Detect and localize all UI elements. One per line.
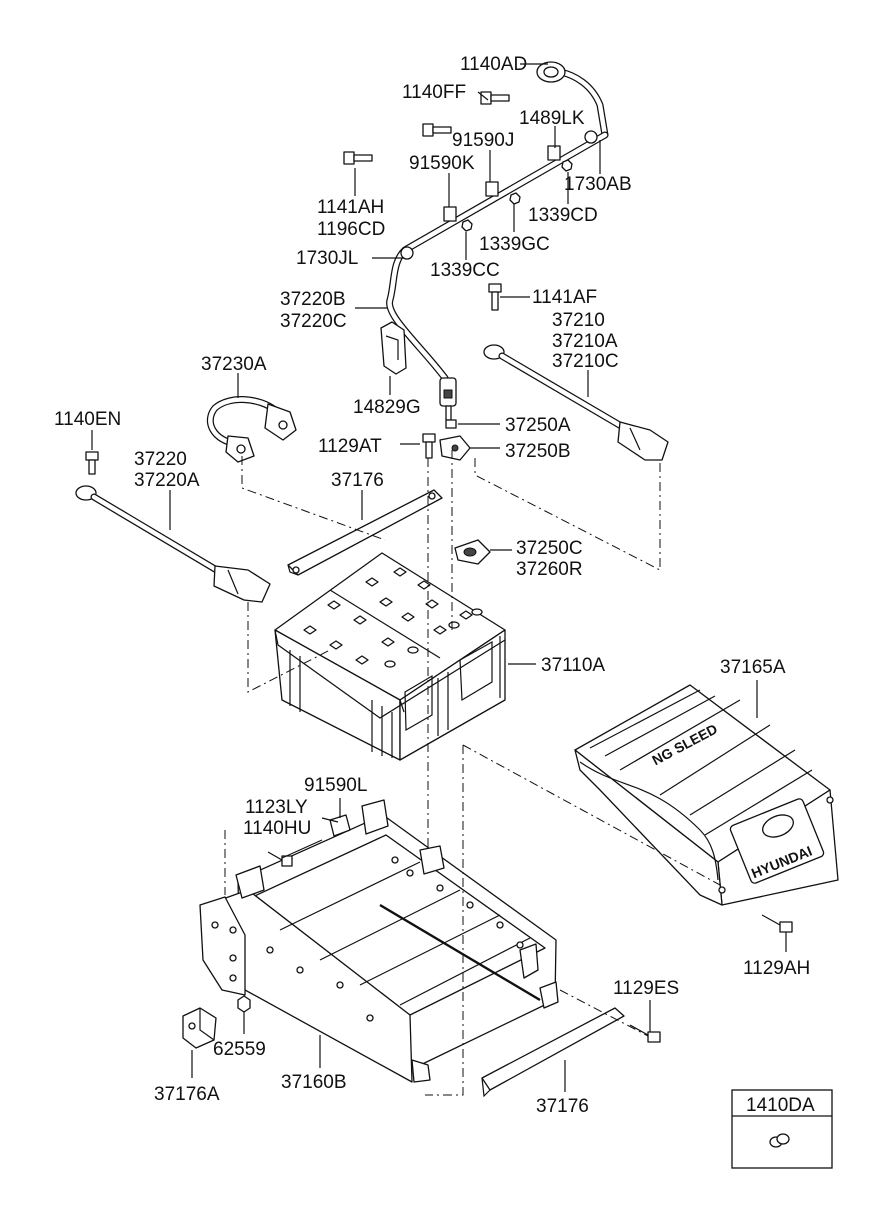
label-37165a: 37165A <box>720 657 786 678</box>
label-37260r: 37260R <box>516 559 583 580</box>
label-1129at: 1129AT <box>318 436 382 457</box>
label-1140hu: 1140HU <box>243 818 311 839</box>
harness-fasteners <box>343 91 573 232</box>
cable-clamp-14829g <box>380 321 407 375</box>
label-37176-bottom: 37176 <box>536 1096 589 1117</box>
hold-down-bar-top <box>287 489 443 576</box>
label-1140ad: 1140AD <box>460 54 527 75</box>
label-1129ah: 1129AH <box>743 958 810 979</box>
battery-cable-harness <box>386 61 609 421</box>
grommet-1730ab <box>584 130 598 144</box>
label-37220: 37220 <box>134 449 187 470</box>
label-37176a: 37176A <box>154 1084 220 1105</box>
bolt-icon <box>422 433 436 443</box>
plug-icon <box>769 1133 790 1148</box>
label-1140en: 1140EN <box>54 409 121 430</box>
label-37220b: 37220B <box>280 289 346 310</box>
leader-lines <box>91 63 787 1092</box>
label-1730ab: 1730AB <box>564 174 632 195</box>
label-37250c: 37250C <box>516 538 583 559</box>
hold-down-bar-bottom <box>481 1007 625 1091</box>
battery-cell-caps <box>303 567 473 665</box>
label-1140ff: 1140FF <box>402 82 466 103</box>
bolt-icon <box>343 151 355 165</box>
label-37210c: 37210C <box>552 351 619 372</box>
label-1339cd: 1339CD <box>528 205 598 226</box>
bolt-icon <box>488 283 502 293</box>
label-37230a: 37230A <box>201 354 267 375</box>
battery-37110a <box>274 552 506 761</box>
battery-post <box>471 608 483 616</box>
label-62559: 62559 <box>213 1039 266 1060</box>
nut-icon <box>561 159 573 172</box>
positive-cable-37210 <box>483 344 669 461</box>
harness-clip-91590j <box>485 181 499 197</box>
grommet-1730jl <box>400 246 414 260</box>
label-1410da: 1410DA <box>746 1095 815 1116</box>
bolt-icon <box>647 1031 661 1043</box>
label-1129es: 1129ES <box>613 978 679 999</box>
battery-post <box>407 646 419 654</box>
label-37250b: 37250B <box>505 441 571 462</box>
battery-post <box>448 621 460 629</box>
label-1141ah: 1141AH <box>317 197 384 218</box>
label-37160b: 37160B <box>281 1072 347 1093</box>
label-1141af: 1141AF <box>532 287 597 308</box>
label-1123ly: 1123LY <box>245 797 308 818</box>
label-37220c: 37220C <box>280 311 347 332</box>
negative-cable-37220 <box>75 485 271 603</box>
battery-cover-37165a: HYUNDAI NG SLEED <box>574 684 839 906</box>
inset-box-1410da: 1410DA <box>731 1089 833 1169</box>
cover-logo-plate <box>729 798 825 884</box>
label-37176-top: 37176 <box>331 470 384 491</box>
nut-icon <box>461 219 473 232</box>
assembly-dashed-lines <box>224 450 721 1096</box>
bolt-icon <box>779 921 793 933</box>
harness-clip-1489lk <box>547 145 561 161</box>
ground-strap-37230a <box>206 396 297 463</box>
label-37110a: 37110A <box>541 655 605 676</box>
clip-91590l <box>329 814 351 837</box>
bolt-icon <box>422 123 434 137</box>
label-14829g: 14829G <box>353 397 421 418</box>
part-labels: 1140AD 1140FF 1489LK 91590J 91590K 1730A… <box>54 54 810 1117</box>
nut-icon <box>237 995 251 1013</box>
label-37210a: 37210A <box>552 331 618 352</box>
label-91590l: 91590L <box>304 775 367 796</box>
label-1730jl: 1730JL <box>296 248 358 269</box>
battery-tray-37160b <box>199 799 559 1083</box>
battery-post <box>384 660 396 668</box>
harness-clip-91590k <box>443 206 457 222</box>
label-37250a: 37250A <box>505 415 571 436</box>
label-1196cd: 1196CD <box>317 219 385 240</box>
nut-icon <box>509 192 521 205</box>
label-1339cc: 1339CC <box>430 260 500 281</box>
hyundai-logo-icon <box>762 814 794 838</box>
bolt-icon <box>85 451 99 461</box>
terminal-37250a <box>445 419 457 429</box>
label-1489lk: 1489LK <box>519 108 585 129</box>
label-37210: 37210 <box>552 310 605 331</box>
label-91590k: 91590K <box>409 153 475 174</box>
label-91590j: 91590J <box>452 130 514 151</box>
label-1339gc: 1339GC <box>479 234 550 255</box>
label-37220a: 37220A <box>134 470 200 491</box>
